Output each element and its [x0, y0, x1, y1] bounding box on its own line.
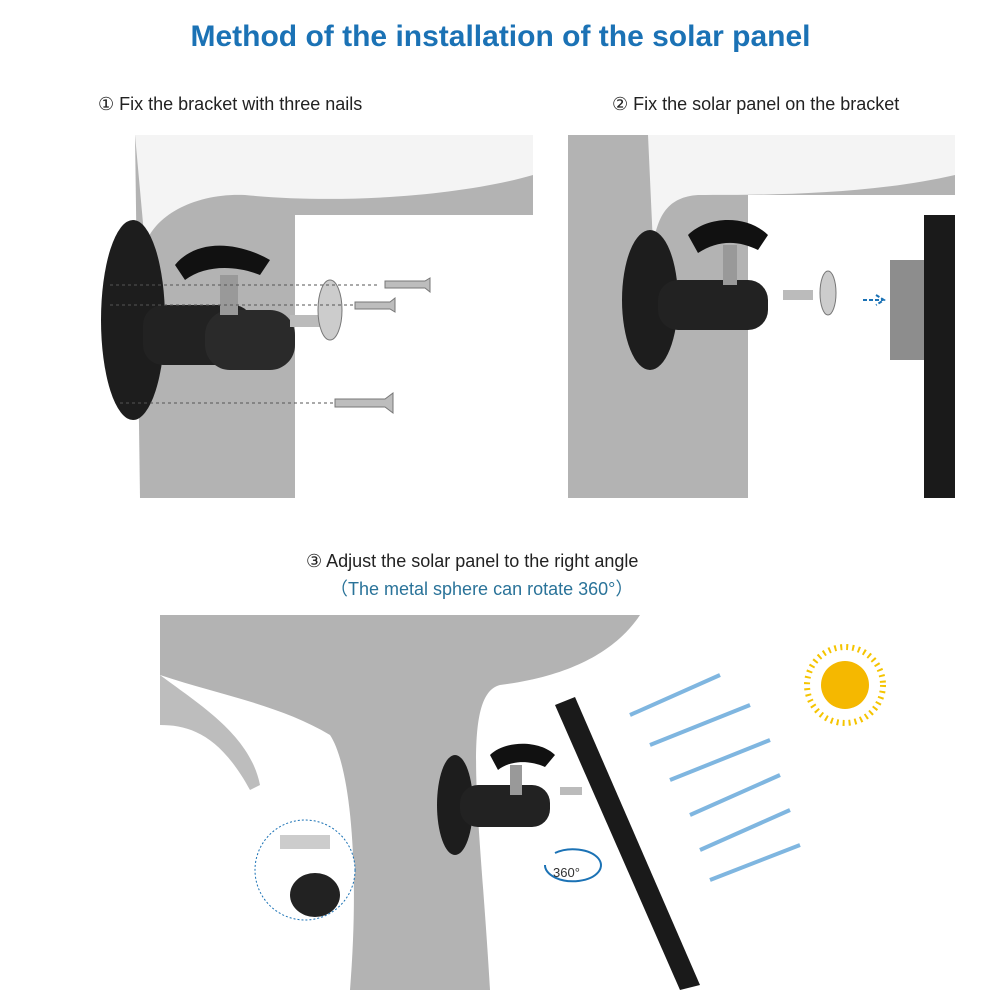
step-1-illustration [45, 135, 533, 498]
rotation-label: 360° [553, 865, 580, 880]
background-right [295, 215, 533, 498]
step-1-number: ① [98, 94, 115, 114]
sunlight-arrows [629, 673, 801, 882]
bracket-icon [622, 220, 837, 370]
step-3-label: Adjust the solar panel to the right angl… [326, 551, 639, 571]
step-2-number: ② [612, 94, 629, 114]
tree-branch [160, 675, 260, 790]
step-3-note: （The metal sphere can rotate 360°） [330, 579, 634, 599]
tree-background-left [45, 135, 140, 498]
step-2-illustration [568, 135, 955, 498]
step-2-label: Fix the solar panel on the bracket [633, 94, 900, 114]
screw-icons [334, 277, 431, 414]
page-title: Method of the installation of the solar … [190, 20, 811, 53]
step-1-label: Fix the bracket with three nails [119, 94, 363, 114]
rotate-360-icon: 360° [543, 848, 602, 883]
solar-panel-icon [924, 215, 955, 498]
alignment-lines [110, 284, 380, 404]
panel-mount-box [890, 260, 928, 360]
zoom-inset [254, 819, 356, 921]
step-2-caption: ② Fix the solar panel on the bracket [612, 94, 899, 115]
arrow-icon [863, 294, 886, 306]
step-3-number: ③ [306, 551, 323, 571]
tree-branch-cutout [648, 135, 955, 245]
tree-trunk-background [160, 615, 640, 990]
step-3-illustration: 360° [160, 615, 886, 990]
bracket-icon [437, 743, 582, 855]
sun-icon [804, 644, 886, 726]
step-1-caption: ① Fix the bracket with three nails [98, 94, 362, 115]
solar-panel-icon [555, 697, 700, 990]
tree-branch-cutout [135, 135, 533, 245]
step-3-caption: ③ Adjust the solar panel to the right an… [306, 551, 638, 572]
